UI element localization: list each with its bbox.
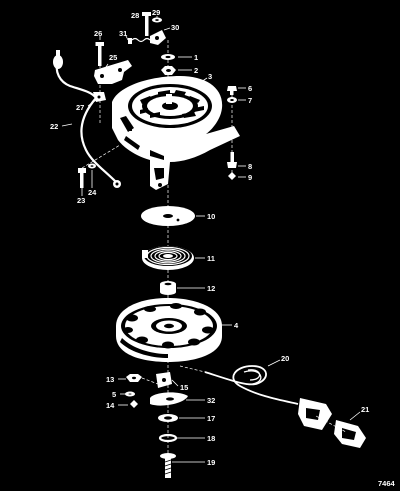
callout-13: 13	[106, 375, 114, 384]
recoil-spring-part-11	[142, 246, 194, 270]
callout-1: 1	[194, 53, 198, 62]
screw-axis	[81, 144, 121, 169]
callout-labels: 1 2 3 4 5 6 7 8 9 10 11 12 13 14 15 17 1…	[50, 8, 369, 467]
callout-2: 2	[194, 66, 198, 75]
callout-11: 11	[207, 254, 215, 263]
callout-17: 17	[207, 414, 215, 423]
callout-4: 4	[234, 321, 239, 330]
callout-6: 6	[248, 84, 252, 93]
washer-part-1	[161, 54, 175, 60]
callout-7: 7	[248, 96, 252, 105]
spring-part-15	[156, 372, 172, 388]
callout-12: 12	[207, 284, 215, 293]
callout-27: 27	[76, 103, 84, 112]
callout-19: 19	[207, 458, 215, 467]
washer-part-9	[228, 172, 236, 180]
callout-15: 15	[180, 383, 188, 392]
callout-8: 8	[248, 162, 252, 171]
callout-3: 3	[208, 72, 212, 81]
washer-part-17	[158, 414, 178, 422]
starter-rope-part-20	[179, 365, 299, 405]
callout-18: 18	[207, 434, 215, 443]
callout-21: 21	[361, 405, 369, 414]
hardware-axis	[141, 377, 159, 385]
callout-24: 24	[88, 188, 97, 197]
nut-part-13	[126, 374, 142, 382]
callout-25: 25	[109, 53, 117, 62]
screw-part-19	[160, 453, 176, 478]
callout-29: 29	[152, 8, 160, 17]
callout-28: 28	[131, 11, 139, 20]
friction-plate-part-10	[141, 206, 195, 226]
interlock-cable-part-22	[53, 50, 121, 188]
callout-22: 22	[50, 122, 58, 131]
spring-part-31	[128, 37, 151, 44]
nut-part-2	[161, 66, 176, 75]
callout-30: 30	[171, 23, 179, 32]
callout-23: 23	[77, 196, 85, 205]
callout-9: 9	[248, 173, 252, 182]
screw-part-28	[142, 12, 151, 36]
pawl-part-32	[150, 392, 188, 406]
rope-handle-part-21	[298, 398, 366, 448]
washer-part-14	[130, 400, 138, 408]
callout-5: 5	[112, 390, 116, 399]
pulley-part-4	[116, 298, 222, 362]
washer-part-29	[152, 17, 162, 23]
starter-housing-part-3	[112, 76, 240, 190]
bushing-part-12	[160, 281, 176, 295]
bracket-part-25	[94, 60, 132, 84]
bolt-part-6	[227, 86, 237, 95]
bolt-part-8	[227, 152, 237, 168]
figure-code: 7464	[378, 479, 396, 488]
callout-32: 32	[207, 396, 215, 405]
washer-part-24	[88, 163, 96, 169]
leader-lines	[61, 12, 361, 463]
callout-10: 10	[207, 212, 215, 221]
callout-31: 31	[119, 29, 127, 38]
screw-part-26	[95, 42, 104, 66]
wave-washer-part-18	[158, 433, 178, 443]
screw-part-23	[78, 168, 86, 188]
callout-20: 20	[281, 354, 289, 363]
interlock-cam-part-30	[150, 30, 166, 45]
clip-part-27	[93, 92, 106, 102]
washer-part-7	[227, 97, 237, 103]
callout-26: 26	[94, 29, 102, 38]
callout-14: 14	[106, 401, 115, 410]
